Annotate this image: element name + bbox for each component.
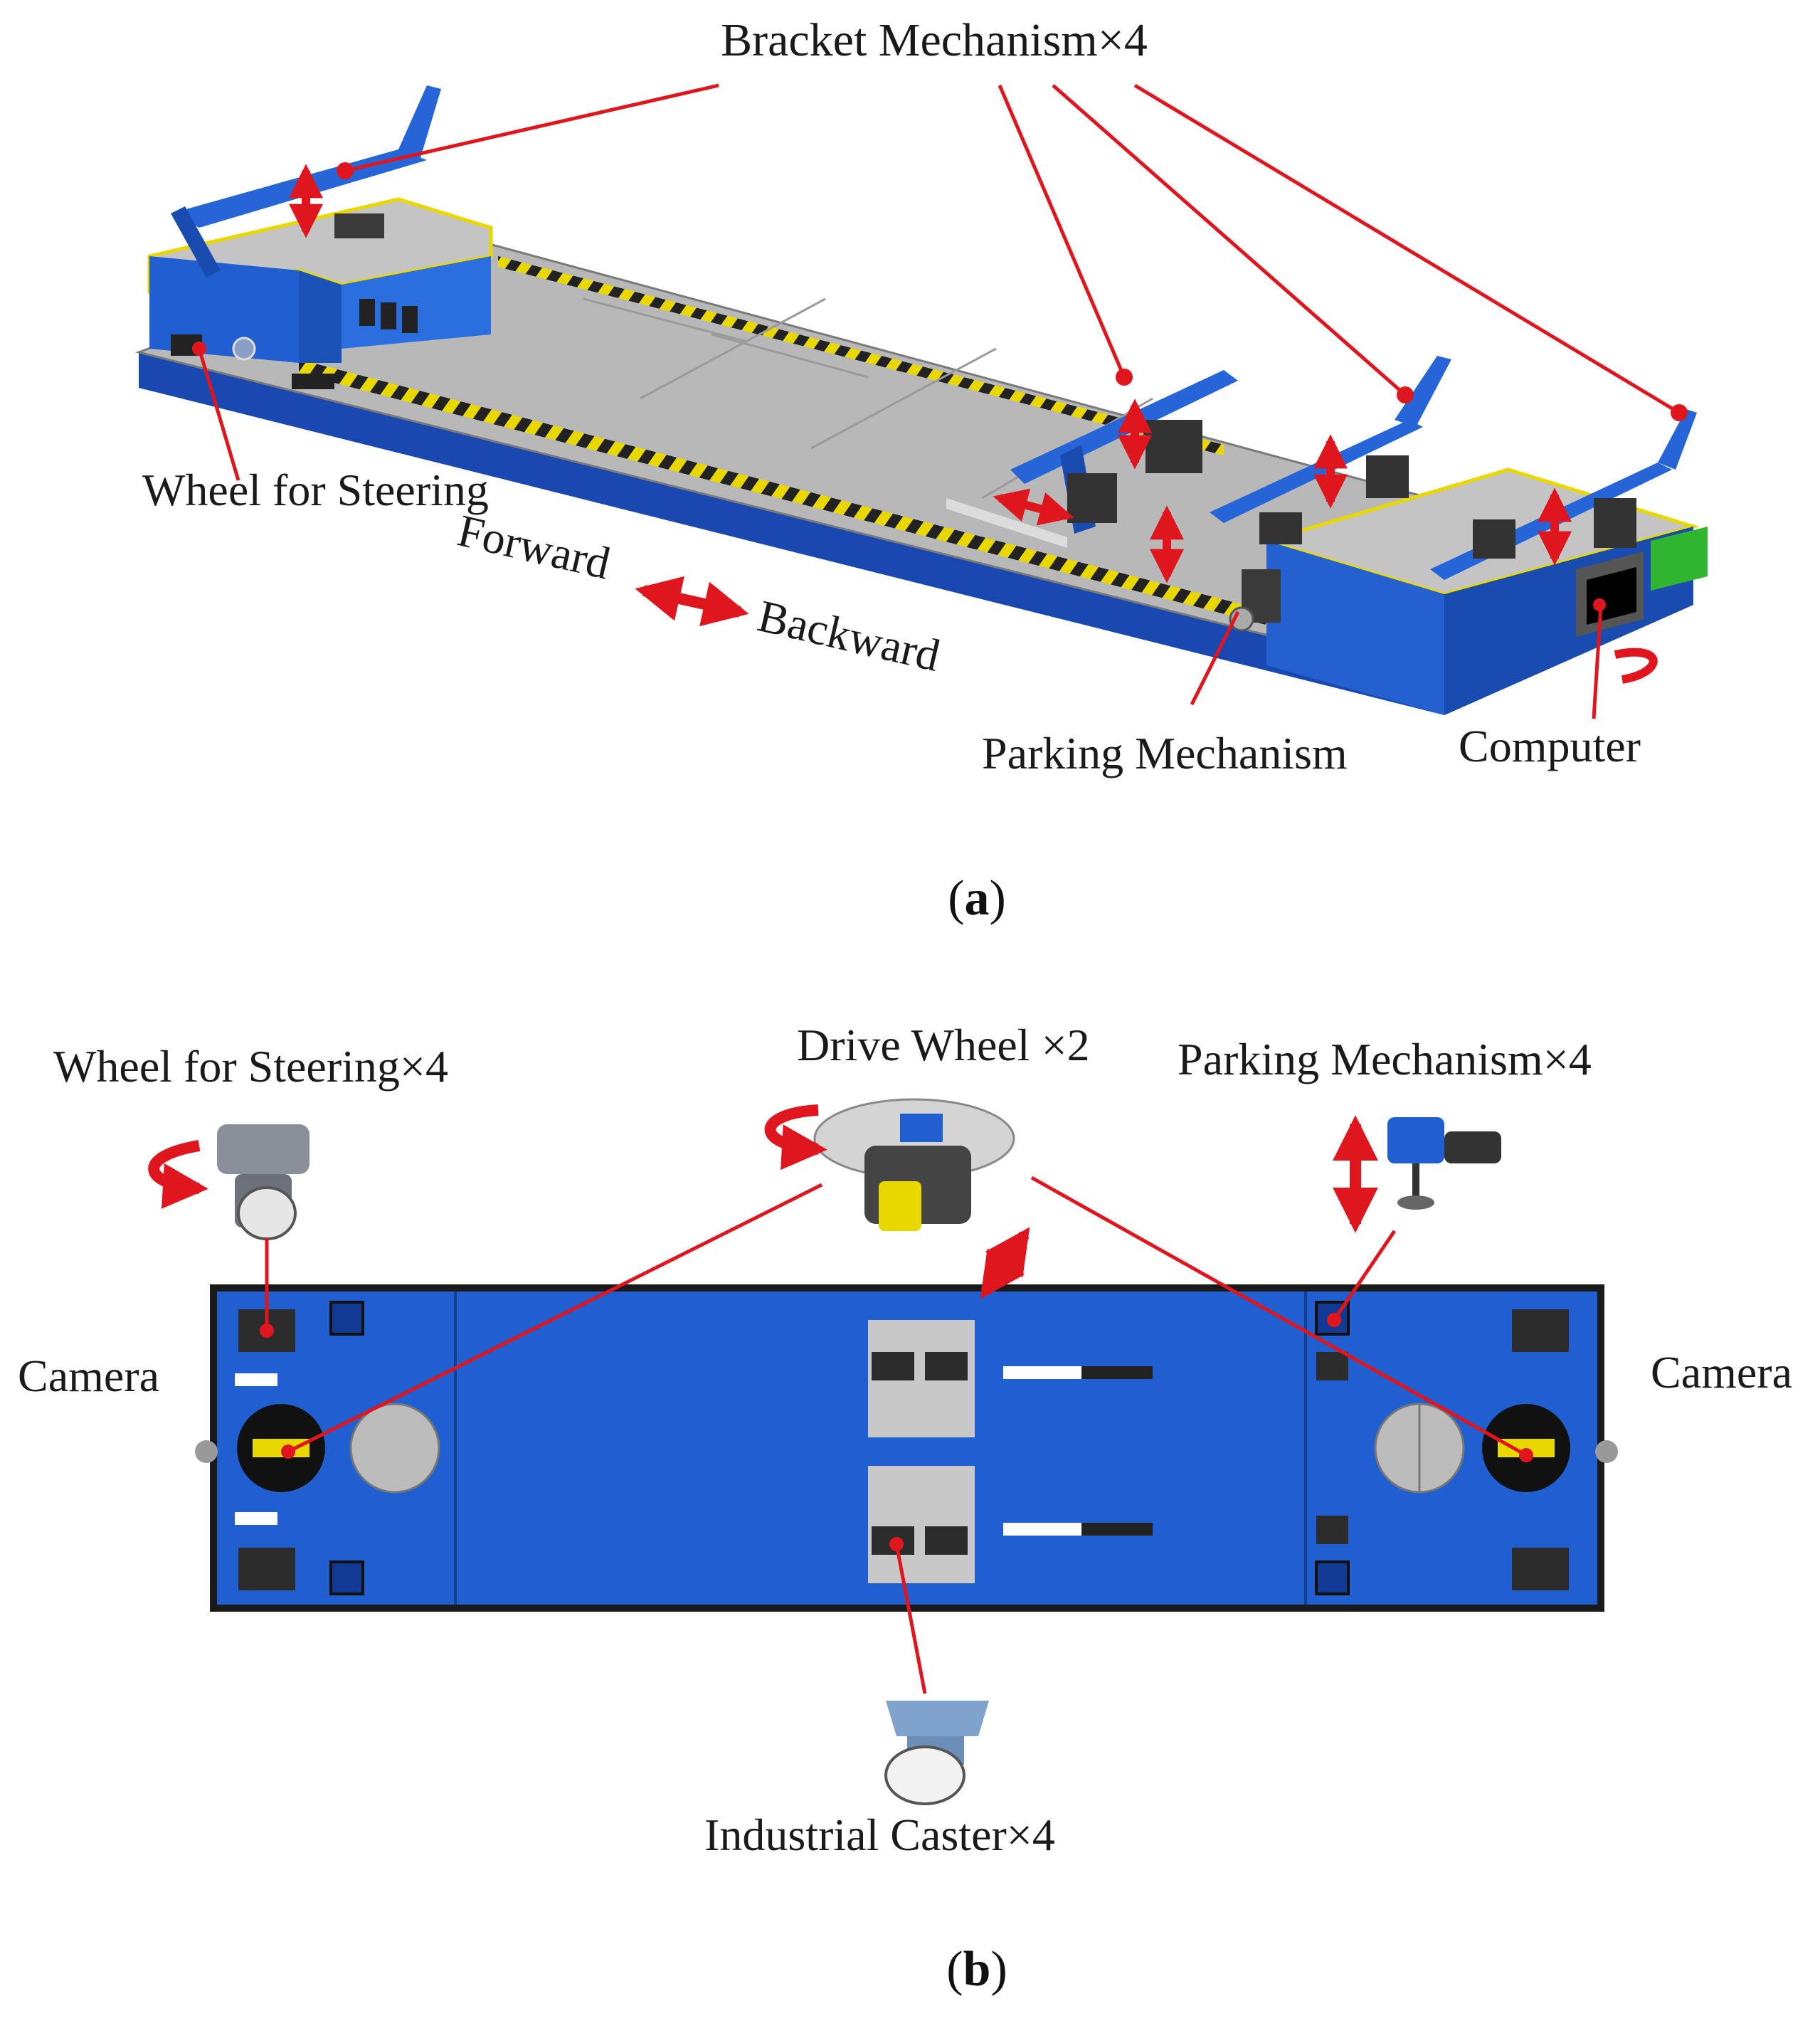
label-computer: Computer <box>1459 721 1641 771</box>
panel-a-leader-dots <box>192 162 1688 421</box>
panel-a-leaders <box>197 83 1681 719</box>
forward-backward-arrow <box>635 576 749 627</box>
caption-b-letter: b <box>963 1942 991 1997</box>
steering-rotation-arrow <box>148 1140 208 1209</box>
steering-wheel-component <box>217 1124 309 1240</box>
hazard-stripe-front <box>299 359 1395 658</box>
vehicle-side-face <box>139 352 1444 715</box>
label-parking-mechanism: Parking Mechanism <box>982 728 1348 778</box>
left-turntable <box>349 1403 440 1494</box>
label-backward: Backward <box>753 590 945 681</box>
drive-rotation-arrow <box>764 1104 827 1171</box>
label-parking-mechanism-x4: Parking Mechanism×4 <box>1178 1034 1592 1084</box>
panel-b-vehicle-top <box>195 1284 1618 1612</box>
panel-b-leader-dots <box>260 1313 1533 1551</box>
label-forward: Forward <box>453 505 615 588</box>
caption-a-letter: a <box>965 871 990 926</box>
label-camera-left: Camera <box>18 1351 159 1401</box>
left-white-slots <box>235 1373 277 1525</box>
green-control-box <box>1651 527 1708 591</box>
panel-b-motion-arrows <box>148 1104 1378 1299</box>
steering-wheel-port <box>232 337 256 361</box>
industrial-caster-component <box>884 1701 989 1805</box>
left-raised-block-face2 <box>342 256 491 349</box>
caption-b: (b) <box>946 1942 1007 1997</box>
hazard-stripe-rear <box>498 256 1224 455</box>
right-camera <box>1595 1440 1618 1463</box>
label-bracket-mechanism: Bracket Mechanism×4 <box>721 14 1148 66</box>
bracket-2-slide-arrow <box>993 488 1074 526</box>
label-drive-wheel-x2: Drive Wheel ×2 <box>797 1020 1090 1070</box>
caption-a: (a) <box>948 871 1006 926</box>
label-camera-right: Camera <box>1651 1347 1792 1398</box>
right-raised-block-front <box>1266 541 1444 715</box>
panel-b-leaders <box>265 1176 1528 1694</box>
panel-a-vehicle-3d <box>134 85 1708 715</box>
left-camera <box>195 1440 218 1463</box>
center-slide-rails <box>1003 1366 1153 1536</box>
label-industrial-caster-x4: Industrial Caster×4 <box>704 1810 1055 1860</box>
label-wheel-for-steering-x4: Wheel for Steering×4 <box>53 1041 448 1092</box>
right-steering-wheel-units <box>1315 1301 1569 1595</box>
center-caster-plates <box>868 1320 975 1583</box>
left-raised-block-front2 <box>299 270 342 363</box>
computer-rotation-arrow <box>1614 648 1658 684</box>
panel-a-motion-arrows <box>289 164 1572 583</box>
drive-wheel-component <box>813 1098 1015 1231</box>
drive-lift-arrow <box>980 1227 1030 1299</box>
label-wheel-for-steering: Wheel for Steering <box>142 465 489 515</box>
parking-mechanism-component <box>1387 1117 1501 1210</box>
